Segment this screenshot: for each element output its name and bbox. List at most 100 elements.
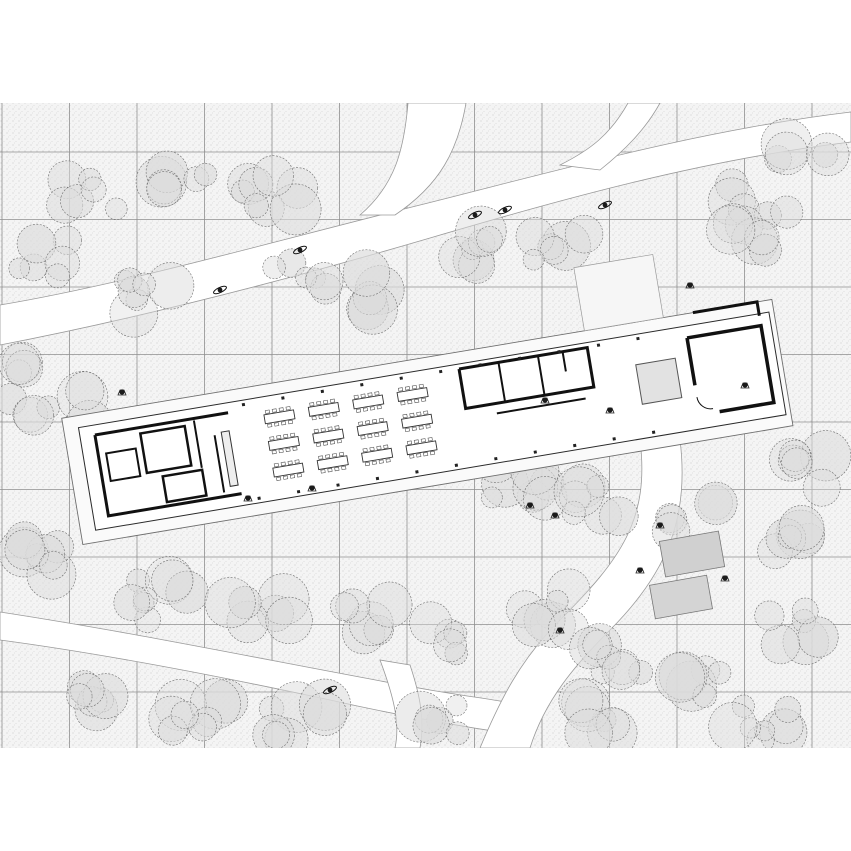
person-icon: [117, 389, 127, 396]
column: [612, 437, 616, 441]
person-icon: [307, 485, 317, 492]
table-icon: [267, 432, 300, 455]
person-icon: [740, 382, 750, 389]
column: [573, 443, 577, 448]
path-north-east: [0, 111, 851, 346]
table-icon: [307, 398, 340, 421]
column: [257, 496, 261, 501]
structural-columns: [241, 336, 656, 501]
person-icon: [540, 397, 550, 404]
east-bench-line: [496, 397, 586, 415]
column: [636, 336, 640, 341]
outdoor-planters: [649, 530, 726, 620]
person-icon: [605, 407, 615, 414]
west-block-outer-wall: [93, 411, 242, 518]
person-icon: [550, 512, 560, 519]
tree-icon: [569, 623, 653, 690]
tree-icon: [515, 215, 604, 271]
far-east-room-walls: [685, 323, 776, 414]
tree-icon: [227, 155, 322, 236]
table-icon: [272, 459, 305, 481]
column: [320, 389, 325, 394]
column: [336, 483, 340, 487]
column: [494, 456, 498, 461]
table-icon: [396, 383, 429, 406]
column: [438, 369, 443, 374]
tree-icon: [0, 521, 77, 600]
cyclist-icon: [498, 205, 512, 215]
column: [281, 396, 285, 400]
column: [241, 402, 246, 407]
person-icon: [685, 282, 695, 289]
column: [399, 376, 403, 380]
tree-icon: [8, 223, 82, 289]
tree-icon: [109, 262, 195, 338]
tree-icon: [655, 651, 732, 712]
person-icon: [243, 495, 253, 502]
dining-hall-tables: [263, 383, 438, 481]
column: [478, 363, 482, 367]
table-icon: [263, 406, 296, 428]
cyclist-icon: [468, 210, 482, 220]
table-icon: [405, 437, 438, 459]
tree-icon: [148, 678, 248, 746]
column: [296, 489, 301, 494]
tree-icon: [204, 573, 313, 644]
table-icon: [400, 410, 434, 433]
tree-icon: [262, 248, 344, 305]
cyclist-icon: [598, 200, 612, 210]
tree-icon: [708, 694, 808, 748]
cyclist-icon: [323, 685, 337, 695]
tree-icon: [342, 249, 405, 335]
tree-icon: [558, 678, 638, 748]
table-icon: [352, 391, 385, 413]
tree-icon: [113, 556, 209, 634]
planter-icon: [658, 530, 726, 578]
cyclist-icon: [213, 285, 227, 295]
table-icon: [361, 444, 394, 467]
column: [517, 356, 522, 361]
kitchen-counter: [220, 430, 239, 487]
table-icon: [356, 417, 389, 440]
column: [651, 430, 656, 434]
person-icon: [635, 567, 645, 574]
tree-icon: [135, 150, 218, 208]
tree-icon: [252, 678, 351, 748]
tree-icon: [0, 341, 43, 416]
table-icon: [312, 425, 345, 447]
tree-icon: [438, 205, 507, 284]
tree-icon: [409, 601, 468, 666]
planter-icon: [649, 574, 713, 620]
west-service-block: [93, 411, 242, 518]
table-icon: [316, 451, 349, 474]
column: [533, 450, 538, 454]
column: [360, 383, 364, 387]
east-block-partitions: [497, 351, 567, 403]
tree-icon: [330, 581, 413, 655]
room-west-3: [161, 468, 208, 504]
tree-icon: [769, 430, 851, 507]
tree-icon: [706, 203, 782, 267]
path-north-spur: [358, 103, 467, 216]
person-icon: [525, 502, 535, 509]
person-icon: [555, 627, 565, 634]
person-icon: [655, 522, 665, 529]
entrance-forecourt: [573, 254, 664, 332]
person-icon: [720, 575, 730, 582]
tree-icon: [394, 690, 470, 745]
tree-icon: [760, 118, 850, 177]
east-service-block: [457, 345, 596, 415]
path-south-diagonal: [479, 439, 683, 748]
room-west-1: [104, 447, 142, 483]
cyclist-icon: [293, 245, 307, 255]
path-north-east-spur: [558, 103, 661, 171]
tree-icon: [754, 597, 839, 665]
east-block-wall: [457, 345, 596, 411]
tree-icon: [757, 505, 825, 569]
column: [596, 343, 601, 347]
tree-icon: [506, 568, 591, 650]
far-east-door-arc: [696, 397, 714, 410]
pavilion-building: [61, 254, 794, 546]
